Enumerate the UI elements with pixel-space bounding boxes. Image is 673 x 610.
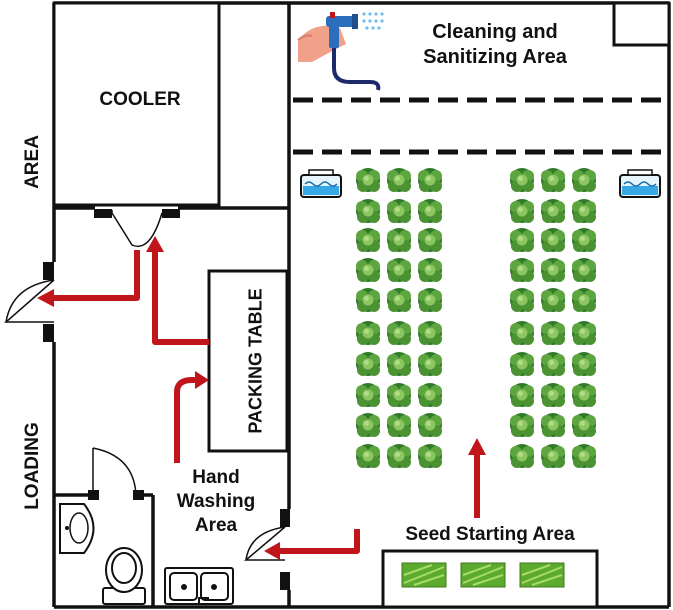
lettuce-plant-icon [387,383,411,407]
lettuce-plant-icon [572,258,596,282]
lettuce-plant-icon [387,199,411,223]
utility-closet [612,1,671,47]
lettuce-plant-icon [572,352,596,376]
lettuce-plant-icon [387,413,411,437]
lettuce-plant-icon [387,444,411,468]
lettuce-plant-icon [387,168,411,192]
water-reservoir-icon [300,169,342,198]
lettuce-plant-icon [510,199,534,223]
bathroom-door [92,447,137,496]
lettuce-plant-icon [356,228,380,252]
hose-sprayer-icon [297,12,384,91]
lettuce-plant-icon [356,168,380,192]
lettuce-plant-icon [572,228,596,252]
cleaning-area-label: Cleaning and Sanitizing Area [423,21,567,68]
lettuce-plant-icon [510,352,534,376]
packing-table [207,269,289,453]
lettuce-plant-icon [418,352,442,376]
lettuce-plant-icon [572,199,596,223]
arrow-seed-to-hand-washing [277,529,360,554]
sink-icon [59,503,95,554]
lettuce-plant-icon [387,228,411,252]
lettuce-plant-icon [356,413,380,437]
lettuce-plant-icon [572,321,596,345]
double-sink-icon [164,567,234,605]
toilet-icon [102,547,146,605]
hand-washing-door [243,526,286,561]
arrow-heads [37,236,486,560]
arrow-packing-to-cooler [152,248,209,345]
area-label: AREA [22,135,43,189]
hand-washing-label: Hand Washing Area [176,467,256,536]
lettuce-plant-icon [541,352,565,376]
cooler-box [52,1,221,207]
lettuce-plant-icon [510,258,534,282]
lettuce-plant-icon [356,321,380,345]
lettuce-plant-icon [418,321,442,345]
lettuce-plant-icon [418,383,442,407]
lettuce-plant-icon [572,444,596,468]
lettuce-plant-icon [418,288,442,312]
water-reservoir-icon [619,169,661,198]
lettuce-plant-icon [541,199,565,223]
packing-table-label: PACKING TABLE [245,288,266,434]
lettuce-plant-icon [510,444,534,468]
doors [4,210,286,561]
lettuce-plant-icon [418,258,442,282]
grow-beds [356,168,596,468]
lettuce-plant-icon [541,444,565,468]
lettuce-plant-icon [572,168,596,192]
seed-tray-icon [401,562,447,588]
cooler-door [111,210,163,247]
arrow-cooler-to-loading [52,250,140,301]
lettuce-plant-icon [356,352,380,376]
lettuce-plant-icon [572,383,596,407]
seed-tray-icon [460,562,506,588]
lettuce-plant-icon [356,444,380,468]
lettuce-plant-icon [541,258,565,282]
lettuce-plant-icon [510,383,534,407]
lettuce-plant-icon [418,413,442,437]
lettuce-plant-icon [541,288,565,312]
lettuce-plant-icon [356,288,380,312]
seed-starting-label: Seed Starting Area [405,524,575,545]
lettuce-plant-icon [541,228,565,252]
arrow-hand-washing-to-packing [174,377,197,463]
lettuce-plant-icon [356,199,380,223]
loading-door [4,279,55,323]
cleaning-area-boundary [293,97,666,155]
lettuce-plant-icon [541,413,565,437]
lettuce-plant-icon [356,258,380,282]
lettuce-plant-icon [541,168,565,192]
lettuce-plant-icon [510,413,534,437]
flow-arrows [52,248,480,554]
lettuce-plant-icon [510,168,534,192]
lettuce-plant-icon [418,199,442,223]
lettuce-plant-icon [387,352,411,376]
lettuce-plant-icon [510,321,534,345]
lettuce-plant-icon [418,168,442,192]
seed-tray-icon [519,562,565,588]
lettuce-plant-icon [418,444,442,468]
lettuce-plant-icon [510,228,534,252]
loading-label: LOADING [22,422,43,510]
cooler-label: COOLER [99,89,181,110]
lettuce-plant-icon [572,413,596,437]
lettuce-plant-icon [387,321,411,345]
lettuce-plant-icon [418,228,442,252]
lettuce-plant-icon [356,383,380,407]
lettuce-plant-icon [541,383,565,407]
lettuce-plant-icon [541,321,565,345]
lettuce-plant-icon [387,258,411,282]
lettuce-plant-icon [387,288,411,312]
lettuce-plant-icon [510,288,534,312]
lettuce-plant-icon [572,288,596,312]
